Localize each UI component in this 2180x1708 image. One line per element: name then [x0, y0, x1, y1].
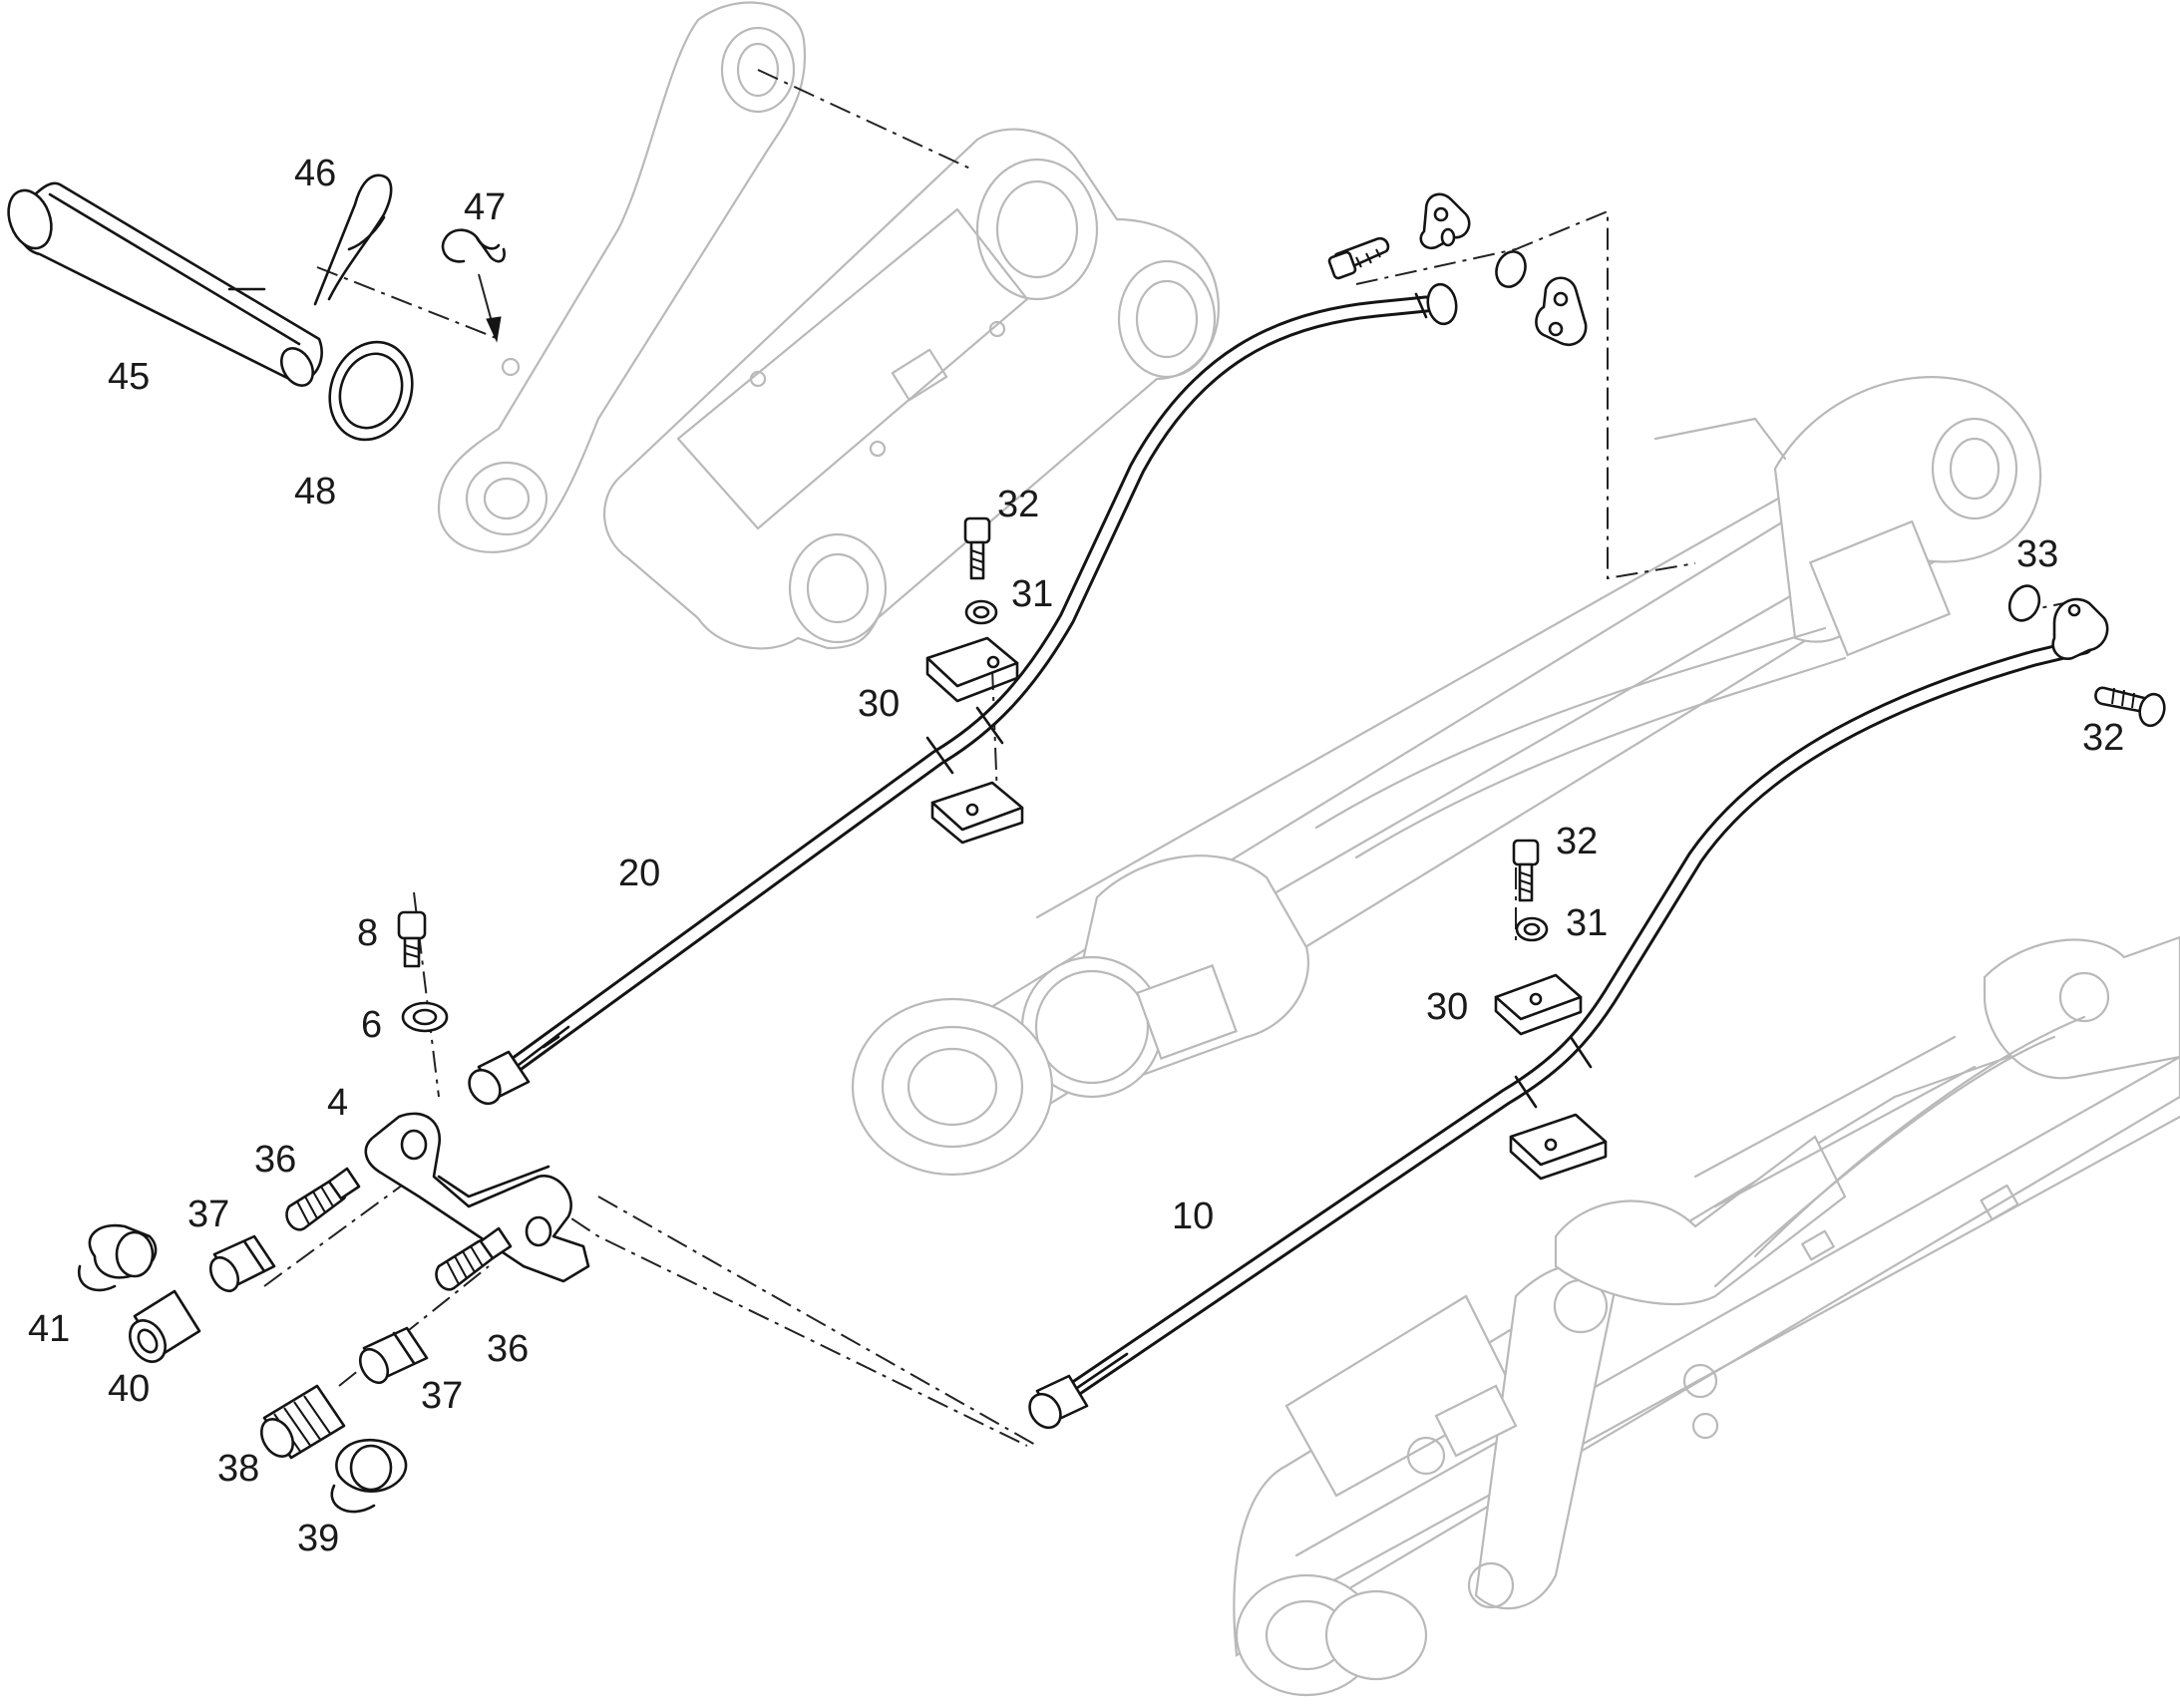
hose-10 — [1028, 637, 2093, 1430]
callout-37-upper: 37 — [187, 1194, 229, 1235]
clip-39 — [330, 1438, 408, 1514]
flange-33-right — [2051, 597, 2109, 660]
lock-ring-47 — [441, 228, 506, 343]
ghost-boom-cylinder — [851, 376, 2042, 1177]
adapter-38 — [259, 1384, 346, 1460]
callout-31-lower: 31 — [1566, 902, 1608, 944]
callout-32-right: 32 — [2082, 717, 2124, 759]
callout-4: 4 — [327, 1082, 348, 1124]
nut-37-lower — [358, 1326, 429, 1385]
callout-33: 33 — [2016, 533, 2058, 575]
flange-half-top — [1419, 192, 1471, 250]
washer-31-upper — [964, 599, 998, 625]
callout-48: 48 — [294, 471, 336, 512]
callout-31-upper: 31 — [1011, 573, 1053, 615]
washer-31-lower — [1515, 916, 1549, 942]
ghost-linkage-arm — [437, 1, 807, 553]
nipple-36-lower — [435, 1226, 513, 1291]
pin-45 — [7, 181, 323, 387]
callout-labels: 45 46 47 48 32 31 30 20 8 6 4 36 37 41 4… — [28, 153, 2124, 1559]
cap-40 — [129, 1289, 201, 1363]
washer-48 — [328, 340, 414, 442]
ghost-boom-assembly — [1233, 935, 2180, 1697]
flange-half-top-right — [1535, 276, 1588, 346]
washer-6 — [401, 1001, 449, 1033]
bolt-32-upper — [963, 516, 991, 580]
ghost-h-link — [602, 128, 1220, 650]
oring-33 — [2007, 584, 2041, 622]
clamp-30-upper — [925, 636, 1024, 845]
callout-36-upper: 36 — [254, 1139, 296, 1181]
callout-10: 10 — [1172, 1196, 1214, 1237]
callout-6: 6 — [361, 1004, 382, 1046]
callout-36-lower: 36 — [487, 1328, 529, 1370]
bolt-32-right — [2094, 686, 2166, 728]
clip-41 — [77, 1223, 158, 1292]
clamp-30-lower — [1494, 973, 1608, 1181]
callout-32-upper: 32 — [997, 484, 1039, 525]
callout-30-lower: 30 — [1426, 986, 1468, 1028]
bolt-8 — [397, 910, 427, 968]
oring-top — [1495, 250, 1527, 288]
callout-32-middle: 32 — [1556, 821, 1598, 862]
flange-bolt-top — [1327, 236, 1390, 280]
nut-37-upper — [208, 1234, 276, 1293]
callout-47: 47 — [464, 186, 506, 228]
hose-20 — [468, 282, 1458, 1106]
callout-46: 46 — [294, 153, 336, 194]
callout-38: 38 — [217, 1448, 259, 1490]
callout-20: 20 — [618, 853, 660, 894]
center-lines — [263, 69, 2065, 1447]
callout-39: 39 — [297, 1518, 339, 1559]
callout-37-lower: 37 — [421, 1375, 463, 1417]
bolt-32-middle — [1512, 839, 1540, 902]
bracket-4 — [364, 1112, 590, 1283]
callout-30-upper: 30 — [858, 683, 900, 725]
callout-40: 40 — [108, 1368, 150, 1410]
callout-8: 8 — [357, 912, 378, 954]
callout-41: 41 — [28, 1308, 70, 1350]
nipple-36-upper — [285, 1167, 361, 1231]
callout-45: 45 — [108, 356, 150, 398]
spring-pin-46 — [313, 173, 393, 306]
